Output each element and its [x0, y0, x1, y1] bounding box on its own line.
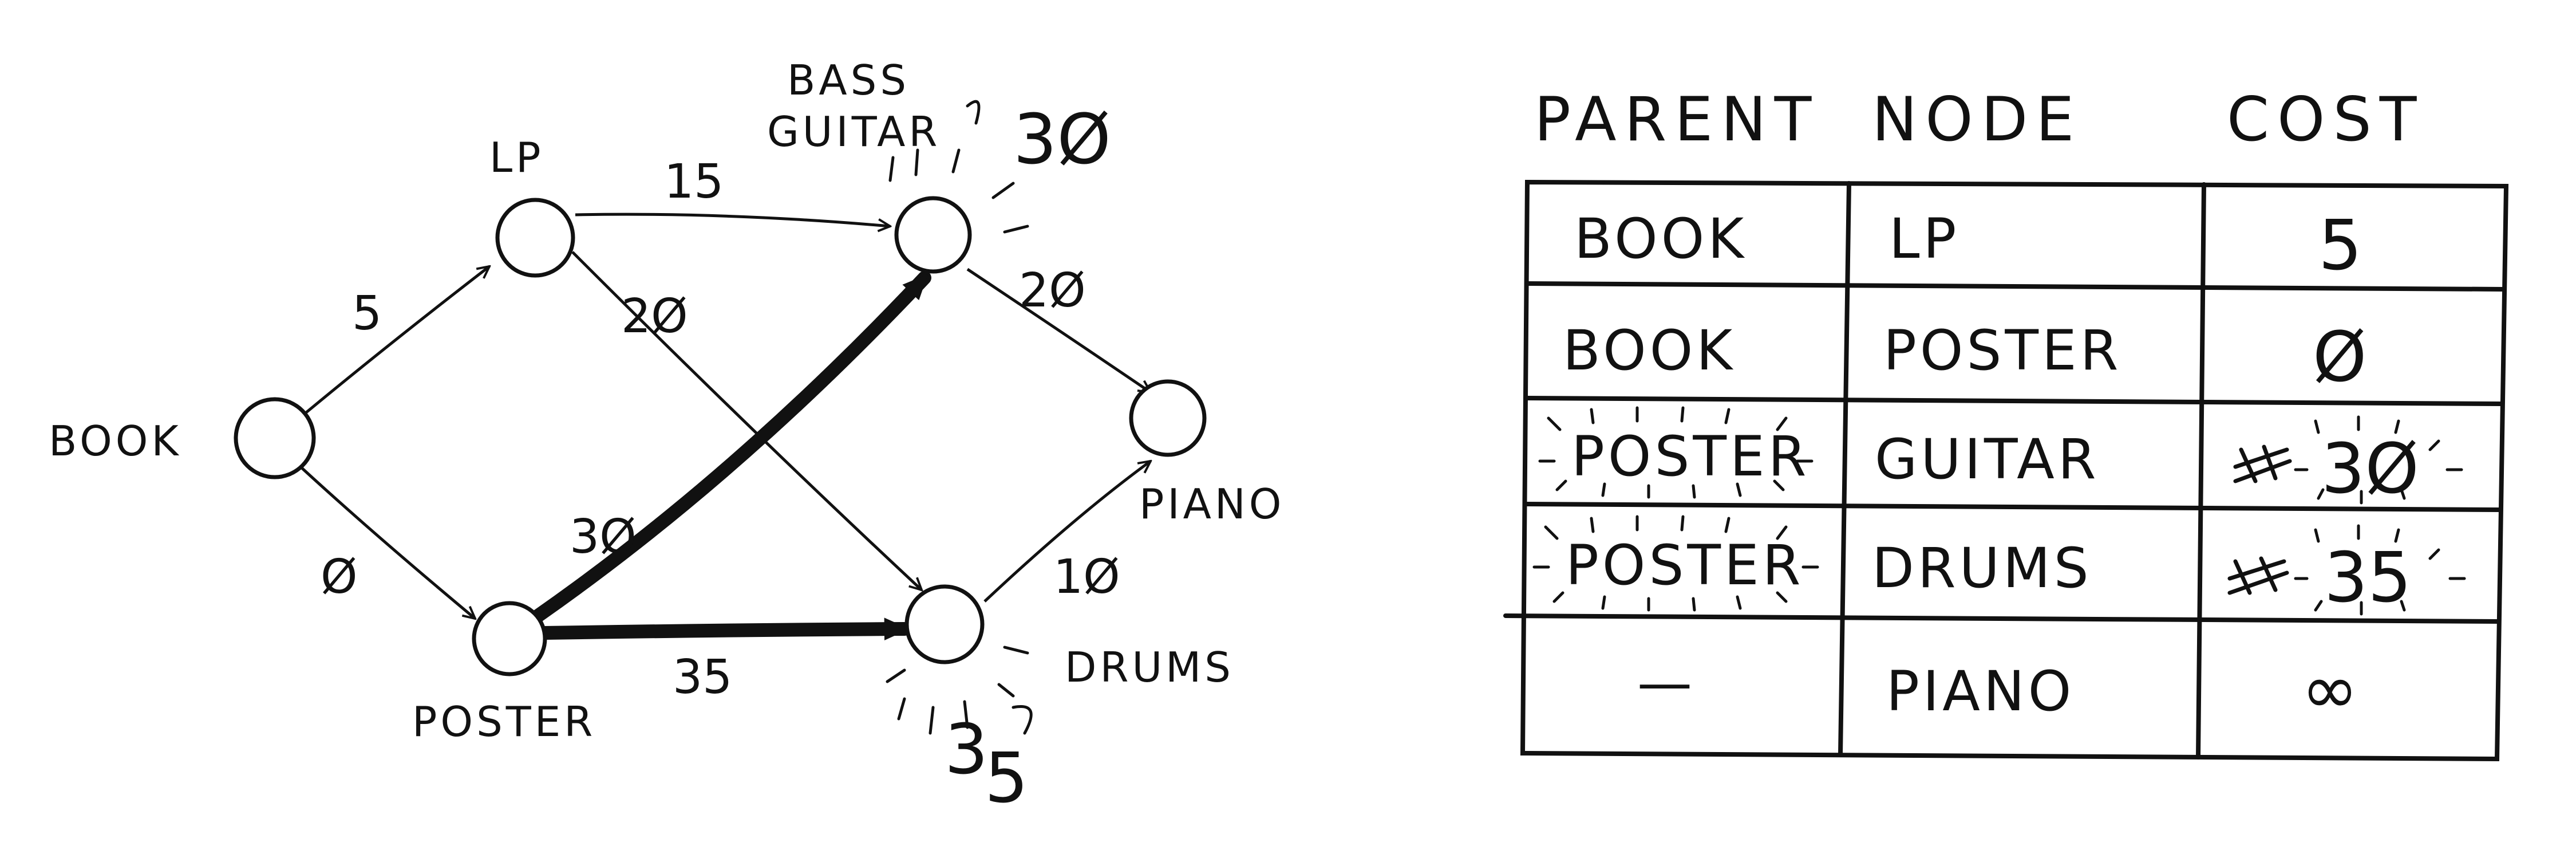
- table-cell-parent: POSTER: [1566, 533, 1804, 597]
- node-label-piano: PIANO: [1139, 480, 1285, 528]
- table-cell-cost: 35: [2324, 538, 2412, 618]
- node-drums: DRUMS 3 5: [886, 584, 1234, 819]
- table-header-node: NODE: [1872, 84, 2082, 155]
- node-label-book: BOOK: [49, 417, 182, 465]
- table-cell-cost: Ø: [2313, 318, 2366, 398]
- edge-lp-guitar: 15: [575, 155, 890, 226]
- table-cell-node: GUITAR: [1875, 427, 2100, 491]
- edge-weight-poster-guitar: 3Ø: [570, 510, 637, 564]
- node-guitar: BASS GUITAR 3Ø: [767, 56, 1111, 274]
- edge-poster-guitar: 3Ø: [531, 271, 931, 623]
- node-label-guitar-line1: BASS: [787, 56, 910, 104]
- table-cell-parent: —: [1637, 651, 1696, 715]
- cost-highlight-dashes: [2294, 415, 2463, 505]
- table-row: BOOK LP 5: [1574, 206, 2362, 286]
- table-cell-node: DRUMS: [1872, 536, 2092, 600]
- table-row: — PIANO ∞: [1637, 650, 2358, 730]
- node-label-guitar-line2: GUITAR: [767, 108, 941, 156]
- table-row: BOOK POSTER Ø: [1563, 318, 2366, 398]
- edge-book-poster: Ø: [299, 466, 475, 619]
- edge-guitar-piano: 2Ø: [966, 263, 1151, 392]
- edge-lp-drums: 2Ø: [571, 251, 922, 590]
- table-cell-parent: POSTER: [1571, 424, 1809, 489]
- edge-weight-book-poster: Ø: [321, 550, 358, 604]
- node-cost-drums-line1: 3: [945, 710, 988, 790]
- node-cost-guitar: 3Ø: [1013, 100, 1111, 180]
- node-label-drums: DRUMS: [1065, 643, 1234, 691]
- node-cost-drums-line2: 5: [985, 739, 1028, 819]
- node-piano: PIANO: [1129, 379, 1285, 528]
- cost-crossed-out: [2227, 556, 2289, 595]
- edge-drums-piano: 1Ø: [983, 461, 1151, 604]
- table-cell-node: LP: [1889, 207, 1959, 271]
- table-cell-node: PIANO: [1886, 659, 2075, 723]
- parent-highlight-dashes: [1538, 406, 1814, 499]
- drums-update-dashes: [886, 646, 1033, 735]
- table-cell-cost: ∞: [2301, 650, 2358, 730]
- table-header-parent: PARENT: [1534, 84, 1819, 155]
- node-label-poster: POSTER: [412, 698, 596, 746]
- node-book: BOOK: [49, 397, 316, 479]
- table-header-cost: COST: [2227, 84, 2424, 155]
- table-row: POSTER DRUMS 35: [1532, 515, 2466, 618]
- edge-weight-lp-guitar: 15: [664, 155, 724, 209]
- node-label-lp: LP: [489, 133, 544, 182]
- cost-table: PARENT NODE COST BOOK LP 5 BOOK POSTER Ø: [1503, 84, 2509, 762]
- guitar-update-dashes: [888, 100, 1029, 234]
- edge-weight-guitar-piano: 2Ø: [1019, 263, 1086, 318]
- cost-crossed-out: [2233, 444, 2292, 483]
- parent-highlight-dashes: [1532, 515, 1819, 612]
- table-row: POSTER GUITAR 3Ø: [1538, 406, 2463, 509]
- cost-highlight-dashes: [2294, 524, 2466, 616]
- table-grid: [1503, 179, 2509, 762]
- table-cell-cost: 5: [2318, 206, 2362, 286]
- node-poster: POSTER: [412, 601, 596, 746]
- edge-weight-drums-piano: 1Ø: [1053, 550, 1120, 604]
- edge-book-lp: 5: [305, 266, 489, 414]
- table-cell-cost: 3Ø: [2321, 430, 2419, 509]
- table-cell-parent: BOOK: [1574, 207, 1747, 271]
- weighted-graph: 5 Ø 15 2Ø 3Ø 35 2Ø 1Ø: [49, 56, 1285, 819]
- table-cell-parent: BOOK: [1563, 318, 1736, 383]
- edge-poster-drums: 35: [537, 617, 911, 705]
- node-lp: LP: [489, 133, 575, 278]
- edge-weight-book-lp: 5: [352, 286, 382, 341]
- edge-weight-lp-drums: 2Ø: [621, 289, 688, 344]
- table-cell-node: POSTER: [1883, 318, 2121, 383]
- edge-weight-poster-drums: 35: [673, 650, 732, 705]
